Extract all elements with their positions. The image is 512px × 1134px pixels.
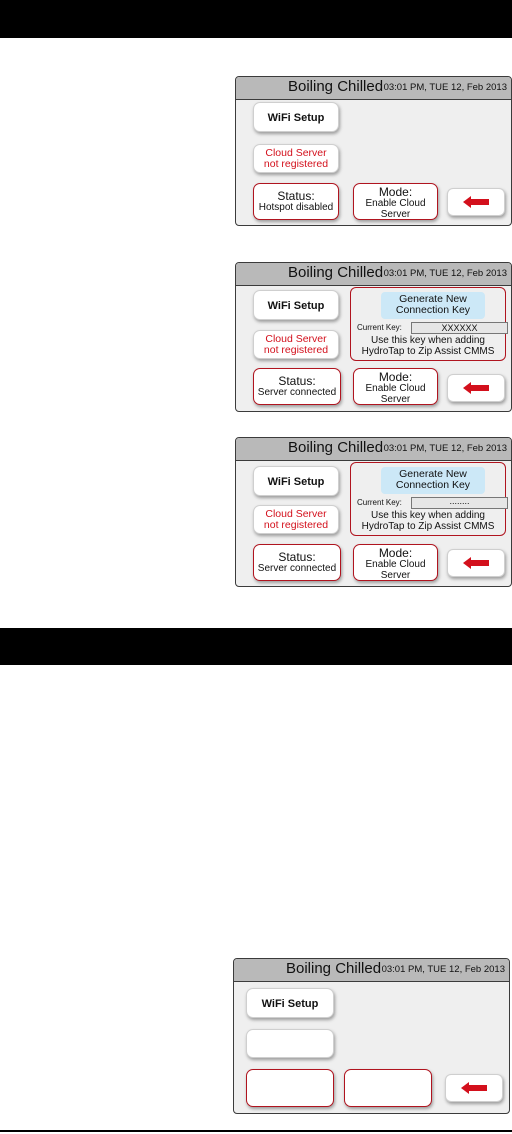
mode-button[interactable]: Mode: Enable Cloud Server bbox=[353, 544, 438, 581]
wifi-setup-button[interactable]: WiFi Setup bbox=[253, 102, 339, 132]
back-button[interactable] bbox=[447, 374, 505, 402]
generate-key-label-line1: Generate New bbox=[399, 293, 467, 305]
key-usage-note-line2: HydroTap to Zip Assist CMMS bbox=[361, 346, 495, 357]
cloud-server-button[interactable]: Cloud Server not registered bbox=[253, 330, 339, 359]
screen-datetime: 03:01 PM, TUE 12, Feb 2013 bbox=[383, 443, 507, 454]
status-label-line1: Status: bbox=[278, 374, 316, 388]
key-usage-note: Use this key when adding HydroTap to Zip… bbox=[351, 335, 505, 357]
wifi-setup-label: WiFi Setup bbox=[267, 300, 325, 312]
status-button[interactable] bbox=[246, 1069, 334, 1107]
mode-label-line3: Server bbox=[380, 393, 411, 405]
key-usage-note-line2: HydroTap to Zip Assist CMMS bbox=[361, 521, 495, 532]
title-bar: Boiling Chilled 03:01 PM, TUE 12, Feb 20… bbox=[236, 438, 511, 461]
wifi-setup-label: WiFi Setup bbox=[261, 998, 319, 1010]
mode-label-line2: Enable Cloud bbox=[365, 198, 426, 209]
wifi-setup-button[interactable]: WiFi Setup bbox=[246, 988, 334, 1018]
screen-server-connected: Boiling Chilled 03:01 PM, TUE 12, Feb 20… bbox=[235, 262, 512, 412]
title-bar: Boiling Chilled 03:01 PM, TUE 12, Feb 20… bbox=[236, 263, 511, 286]
screen-title: Boiling Chilled bbox=[288, 264, 384, 281]
back-button[interactable] bbox=[447, 188, 505, 216]
screen-key-generating: Boiling Chilled 03:01 PM, TUE 12, Feb 20… bbox=[235, 437, 512, 587]
cloud-server-label-line2: not registered bbox=[263, 158, 329, 170]
generate-key-button[interactable]: Generate New Connection Key bbox=[381, 467, 485, 494]
status-label-line2: Hotspot disabled bbox=[258, 202, 334, 213]
cloud-server-label-line1: Cloud Server bbox=[265, 508, 327, 520]
header-band-middle bbox=[0, 628, 512, 665]
status-label-line1: Status: bbox=[278, 550, 316, 564]
cloud-server-label-line2: not registered bbox=[263, 344, 329, 356]
cloud-server-label-line2: not registered bbox=[263, 519, 329, 531]
wifi-setup-label: WiFi Setup bbox=[267, 112, 325, 124]
header-band-top bbox=[0, 0, 512, 38]
back-arrow-icon bbox=[463, 196, 489, 208]
mode-label-line1: Mode: bbox=[378, 185, 413, 199]
screen-datetime: 03:01 PM, TUE 12, Feb 2013 bbox=[383, 82, 507, 93]
mode-label-line2: Enable Cloud bbox=[365, 559, 426, 570]
connection-key-panel: Generate New Connection Key Current Key:… bbox=[350, 287, 508, 361]
mode-button[interactable] bbox=[344, 1069, 432, 1107]
current-key-label: Current Key: bbox=[357, 323, 402, 332]
status-label-line1: Status: bbox=[277, 189, 315, 203]
status-button[interactable]: Status: Hotspot disabled bbox=[253, 183, 339, 220]
mode-label-line1: Mode: bbox=[378, 546, 413, 560]
back-button[interactable] bbox=[447, 549, 505, 577]
screen-title: Boiling Chilled bbox=[288, 439, 384, 456]
key-usage-note-line1: Use this key when adding bbox=[371, 510, 485, 521]
screen-datetime: 03:01 PM, TUE 12, Feb 2013 bbox=[381, 964, 505, 975]
cloud-server-button[interactable] bbox=[246, 1029, 334, 1058]
connection-key-panel: Generate New Connection Key Current Key:… bbox=[350, 462, 508, 536]
generate-key-label-line2: Connection Key bbox=[395, 304, 471, 316]
mode-label-line3: Server bbox=[380, 569, 411, 581]
current-key-field: ........ bbox=[411, 497, 508, 509]
mode-label-line2: Enable Cloud bbox=[365, 383, 426, 394]
current-key-field: XXXXXX bbox=[411, 322, 508, 334]
cloud-server-label-line1: Cloud Server bbox=[265, 147, 327, 159]
back-button[interactable] bbox=[445, 1074, 503, 1102]
mode-button[interactable]: Mode: Enable Cloud Server bbox=[353, 368, 438, 405]
back-arrow-icon bbox=[463, 382, 489, 394]
mode-button[interactable]: Mode: Enable Cloud Server bbox=[353, 183, 438, 220]
screen-title: Boiling Chilled bbox=[288, 78, 384, 95]
wifi-setup-button[interactable]: WiFi Setup bbox=[253, 466, 339, 496]
screen-loading: Boiling Chilled 03:01 PM, TUE 12, Feb 20… bbox=[233, 958, 510, 1114]
mode-label-line3: Server bbox=[380, 208, 411, 220]
key-usage-note-line1: Use this key when adding bbox=[371, 335, 485, 346]
key-usage-note: Use this key when adding HydroTap to Zip… bbox=[351, 510, 505, 532]
wifi-setup-button[interactable]: WiFi Setup bbox=[253, 290, 339, 320]
cloud-server-button[interactable]: Cloud Server not registered bbox=[253, 505, 339, 534]
screen-datetime: 03:01 PM, TUE 12, Feb 2013 bbox=[383, 268, 507, 279]
footer-rule bbox=[0, 1130, 512, 1132]
wifi-setup-label: WiFi Setup bbox=[267, 476, 325, 488]
status-label-line2: Server connected bbox=[257, 563, 337, 574]
generate-key-button[interactable]: Generate New Connection Key bbox=[381, 292, 485, 319]
current-key-label: Current Key: bbox=[357, 498, 402, 507]
back-arrow-icon bbox=[463, 557, 489, 569]
generate-key-label-line1: Generate New bbox=[399, 468, 467, 480]
status-button[interactable]: Status: Server connected bbox=[253, 544, 341, 581]
mode-label-line1: Mode: bbox=[378, 370, 413, 384]
back-arrow-icon bbox=[461, 1082, 487, 1094]
screen-hotspot-disabled: Boiling Chilled 03:01 PM, TUE 12, Feb 20… bbox=[235, 76, 512, 226]
generate-key-label-line2: Connection Key bbox=[395, 479, 471, 491]
cloud-server-label-line1: Cloud Server bbox=[265, 333, 327, 345]
status-label-line2: Server connected bbox=[257, 387, 337, 398]
screen-title: Boiling Chilled bbox=[286, 960, 382, 977]
cloud-server-button[interactable]: Cloud Server not registered bbox=[253, 144, 339, 173]
title-bar: Boiling Chilled 03:01 PM, TUE 12, Feb 20… bbox=[236, 77, 511, 100]
title-bar: Boiling Chilled 03:01 PM, TUE 12, Feb 20… bbox=[234, 959, 509, 982]
status-button[interactable]: Status: Server connected bbox=[253, 368, 341, 405]
